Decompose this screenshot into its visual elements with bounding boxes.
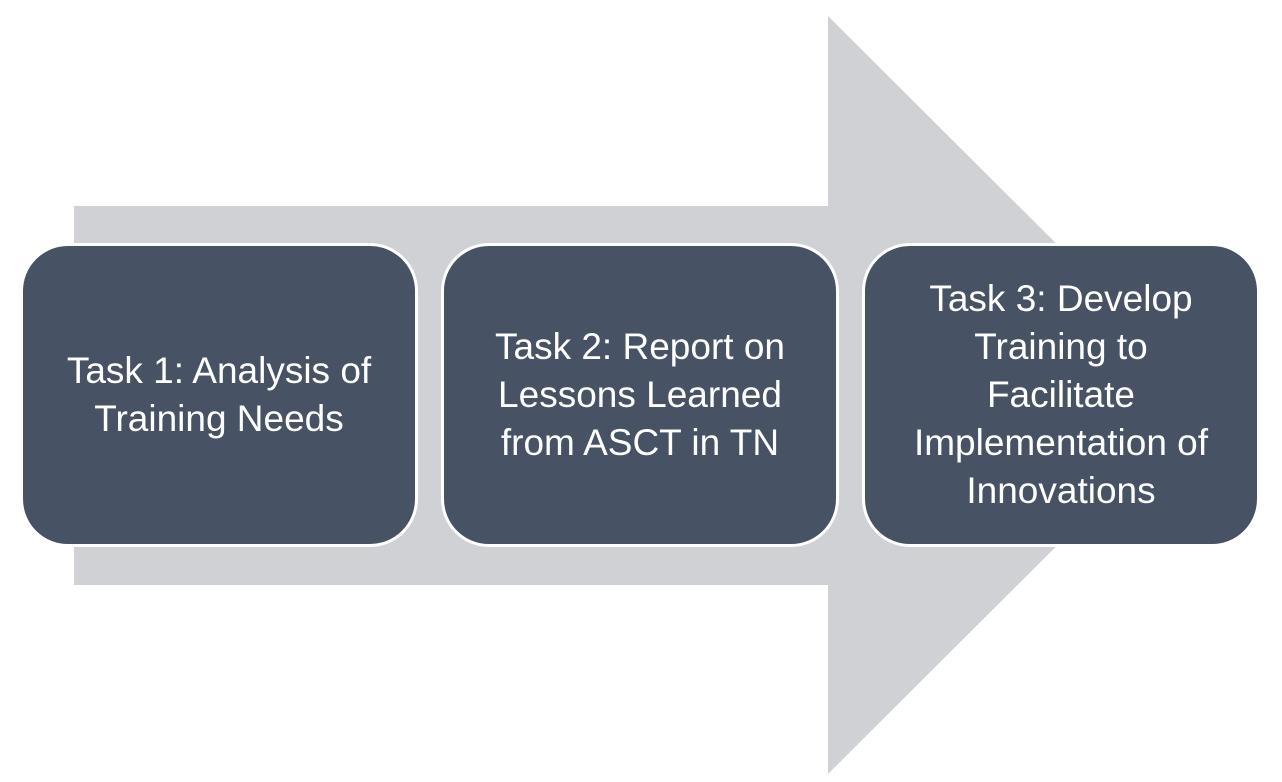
task-2-label: Task 2: Report on Lessons Learned from A… <box>495 326 785 463</box>
task-3-box: Task 3: Develop Training to Facilitate I… <box>862 243 1260 547</box>
task-3-label: Task 3: Develop Training to Facilitate I… <box>913 278 1209 511</box>
task-2-box: Task 2: Report on Lessons Learned from A… <box>441 243 839 547</box>
task-1-box: Task 1: Analysis of Training Needs <box>20 243 418 547</box>
task-1-label: Task 1: Analysis of Training Needs <box>66 350 372 439</box>
